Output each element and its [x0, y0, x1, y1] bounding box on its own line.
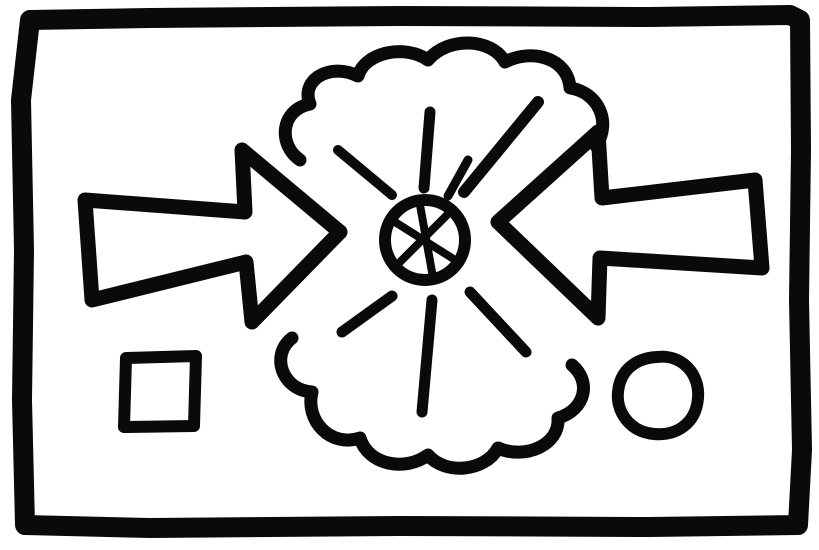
burst-line-up	[424, 112, 430, 188]
